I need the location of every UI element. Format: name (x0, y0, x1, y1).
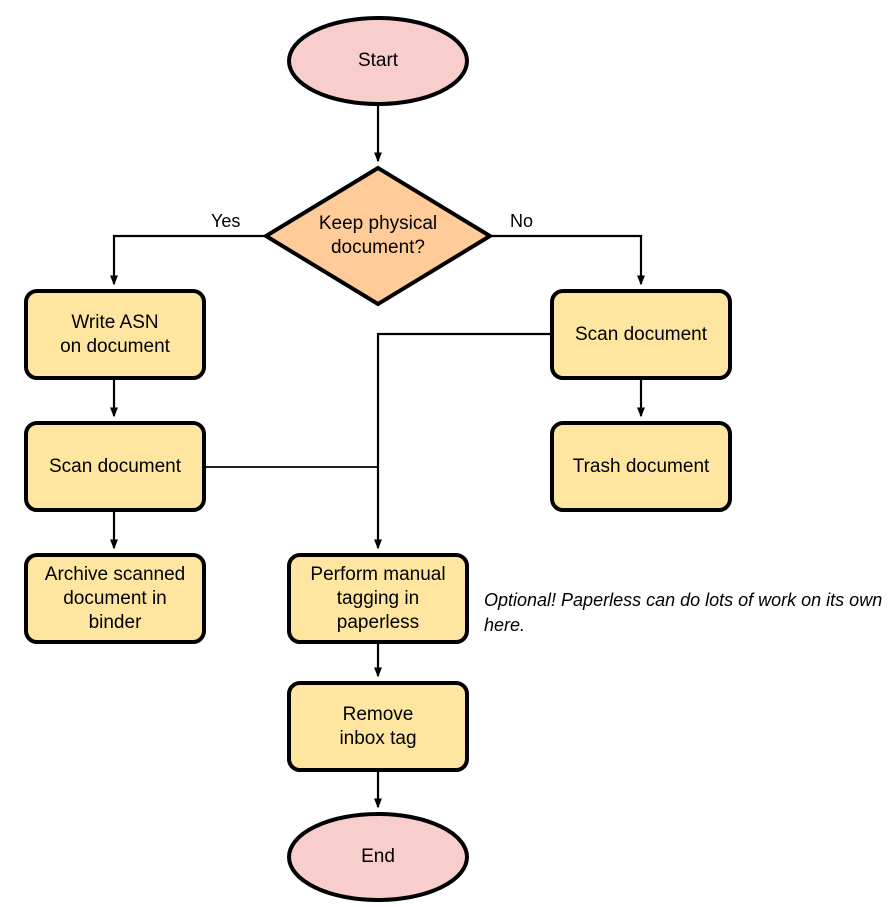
node-layer (24, 16, 732, 902)
node-scan-document-left-shape[interactable] (24, 421, 206, 512)
node-archive-binder-shape[interactable] (24, 553, 206, 644)
edge-scan-right-to-tagging (374, 332, 552, 550)
node-end-shape[interactable] (287, 812, 469, 902)
node-trash-document-shape[interactable] (550, 421, 732, 512)
node-manual-tagging-shape[interactable] (287, 553, 469, 644)
edge-decision-to-scan-right (490, 234, 645, 286)
node-remove-inbox-tag-shape[interactable] (287, 681, 469, 772)
edge-layer (110, 104, 645, 809)
node-scan-document-right-shape[interactable] (550, 289, 732, 380)
edge-decision-to-write-asn (110, 234, 266, 286)
node-write-asn-shape[interactable] (24, 289, 206, 380)
node-keep-physical-shape[interactable] (262, 165, 494, 307)
node-start-shape[interactable] (287, 16, 469, 106)
